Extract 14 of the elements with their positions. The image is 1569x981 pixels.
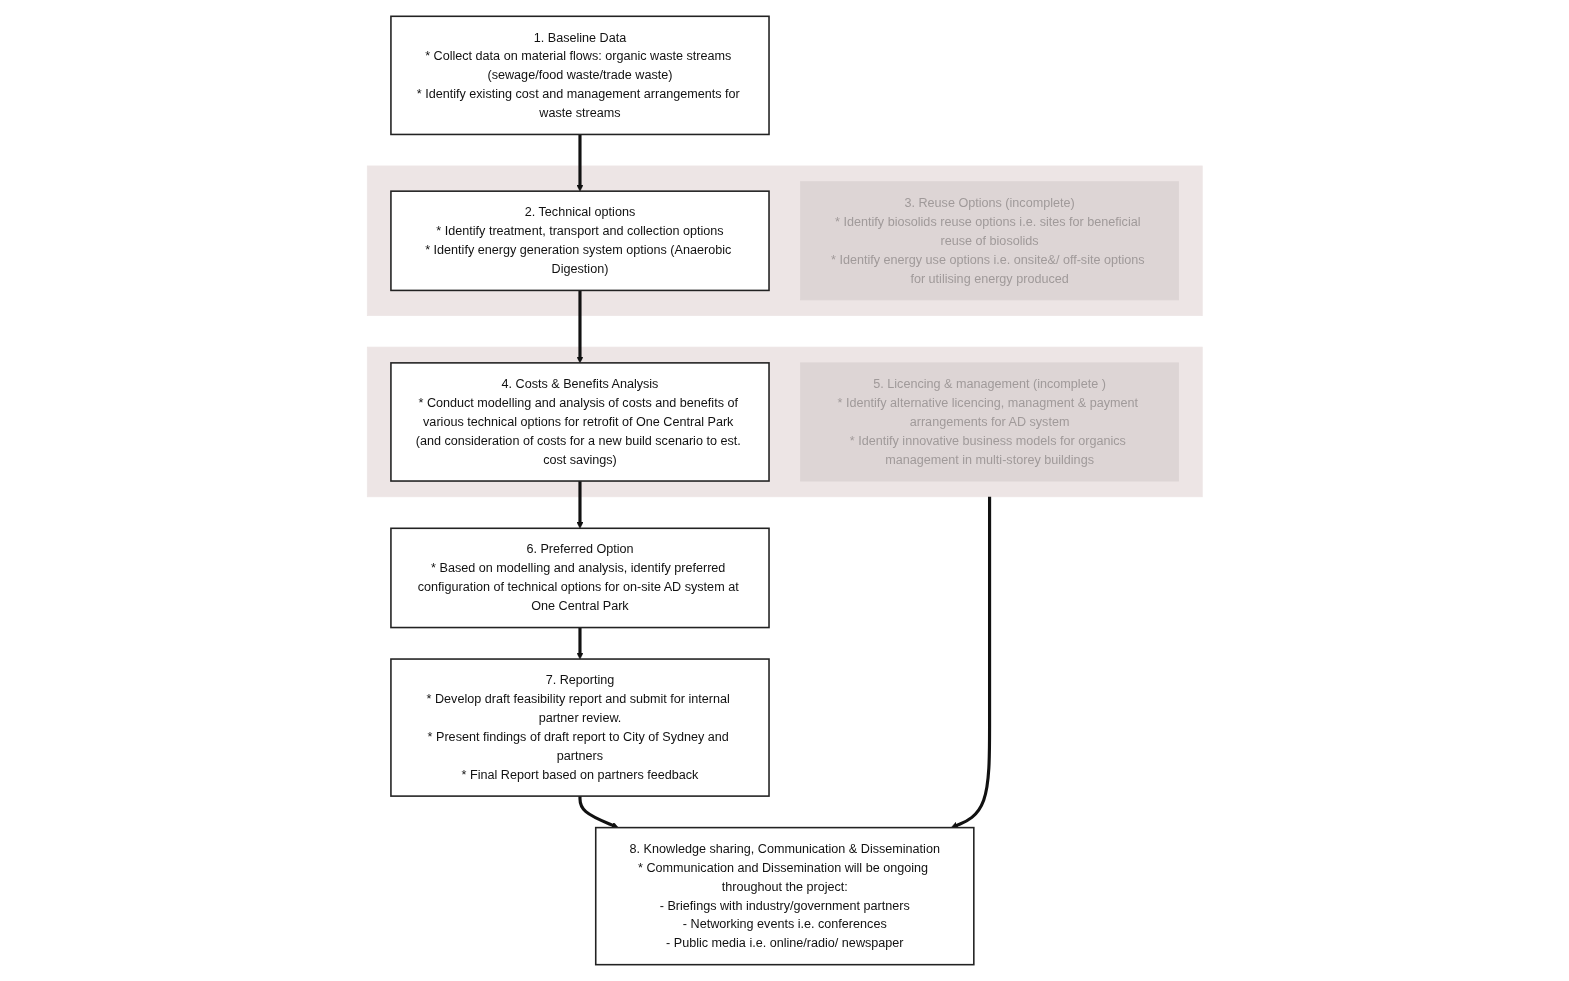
arrow — [576, 290, 584, 364]
arrow — [578, 796, 619, 829]
node-box: 7. Reporting * Develop draft feasibility report and submit for internal partner review. * Present findings of draft report to City of Sydney and partners * Final Report based on partners feedback — [389, 658, 770, 797]
node-box: 8. Knowledge sharing, Communication & Dissemination * Communication and Dissemination will be ongoing throughout the project: - Briefings with industry/government partners - Networking events i.e. conferences - Public media i.e. online/radio/ newspaper — [594, 826, 975, 966]
arrow — [576, 481, 584, 529]
node-box: 6. Preferred Option * Based on modelling and analysis, identify preferred configuration of technical options for on-site AD system at One Central Park — [389, 527, 770, 629]
arrow — [576, 627, 584, 660]
cluster — [366, 346, 1203, 498]
arrow — [576, 134, 584, 192]
node-box: 2. Technical options * Identify treatment, transport and collection options * Identify energy generation system options (Anaerobic Digestion) — [389, 190, 770, 292]
node-box: 1. Baseline Data * Collect data on material flows: organic waste streams (sewage/food waste/trade waste) * Identify existing cost and management arrangements for waste streams — [389, 15, 770, 136]
cluster — [366, 165, 1203, 317]
node-box: 4. Costs & Benefits Analysis * Conduct modelling and analysis of costs and benefits of various technical options for retrofit of One Central Park (and consideration of costs for a new build scenario to est. cost savings) — [389, 362, 770, 482]
arrow — [950, 496, 991, 829]
